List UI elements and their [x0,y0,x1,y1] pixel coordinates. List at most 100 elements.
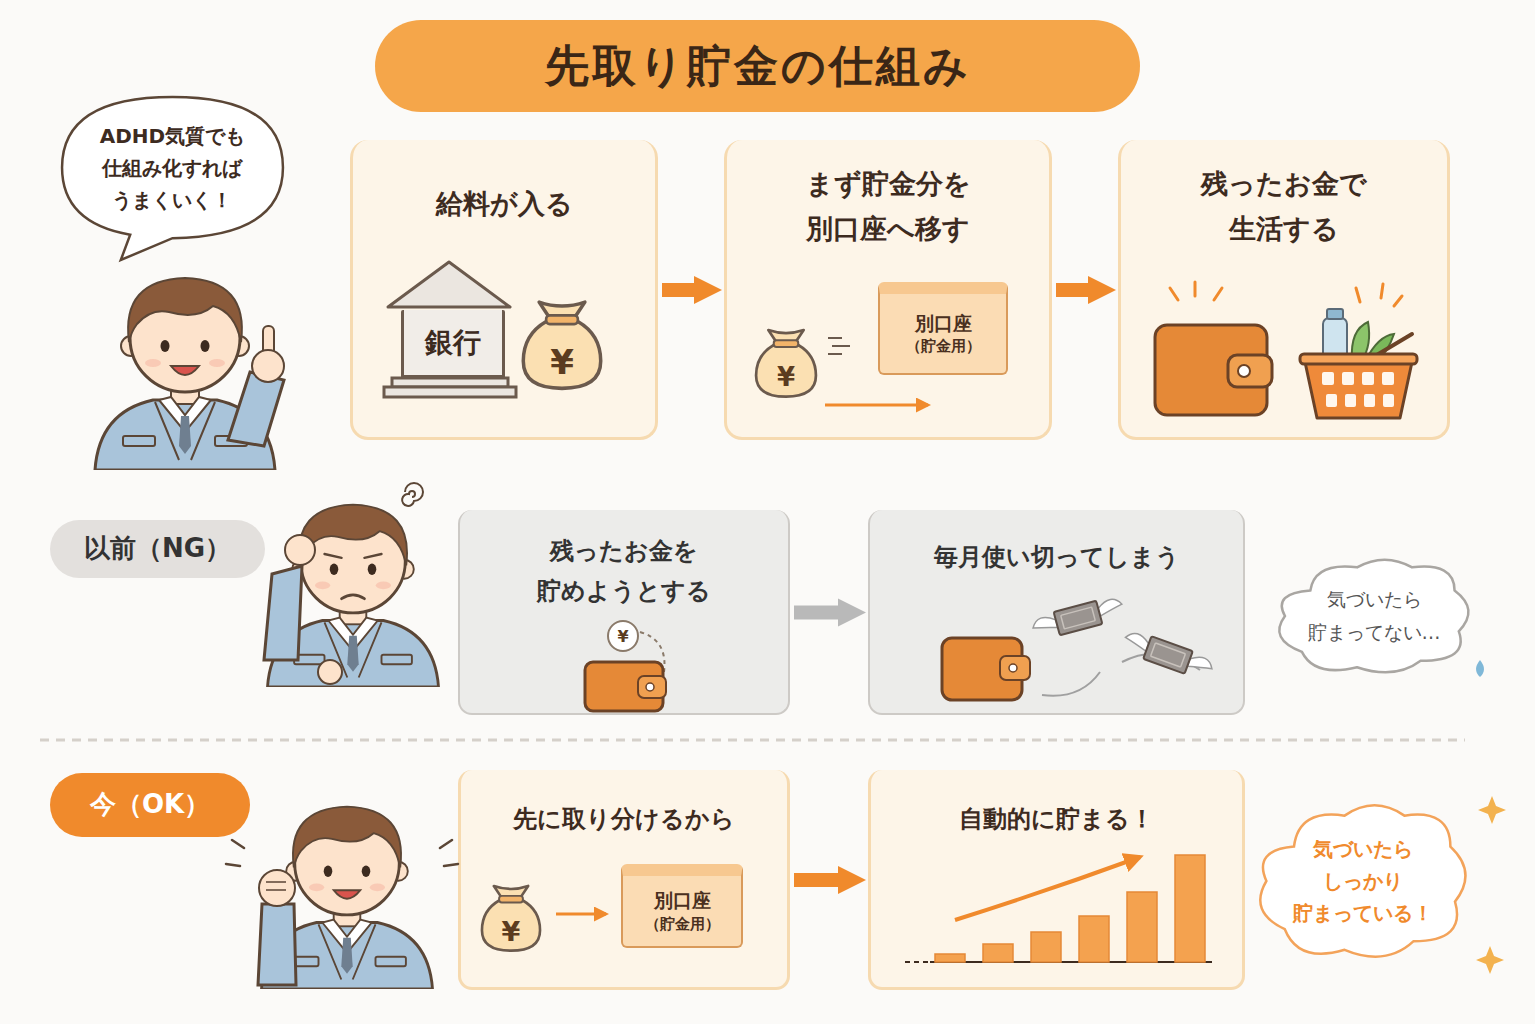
node-text: 気づいたら しっかり 貯まっている！ [1293,833,1433,929]
emphasis-lines [226,840,458,866]
transfer-arrow [825,404,928,407]
money-flying-away-part [1121,628,1216,682]
flow-arrow [1056,283,1088,297]
shopping-basket-part-part [1364,394,1375,407]
growth-chart-part [905,961,930,963]
money-flying-away-part-part [1031,614,1058,633]
bank-building [384,262,516,397]
shopping-basket-part-part [1342,372,1354,385]
shopping-basket-part [1300,354,1417,364]
ok-step-box: 先に取り分けるから別口座（貯金用） [458,770,790,990]
fist-arm-part [258,904,296,985]
growth-chart-part [935,855,1205,962]
money-flying-away-part [1000,656,1030,680]
node-text: まず貯金分を 別口座へ移す [806,162,971,251]
shopping-basket-part-part [1322,372,1334,385]
yen-sign: ¥ [550,342,574,382]
thought-cloud-outline [1268,552,1480,680]
shopping-basket-part [1356,284,1402,306]
section-divider [40,739,1465,742]
connector-layer-part [662,290,1088,880]
shopping-basket-part [1327,309,1343,319]
coin-and-wallet-part [646,683,654,691]
thought-cloud: 気づいたら 貯まってない… [1268,552,1480,680]
node-text: 残ったお金を 貯めようとする [537,532,711,611]
shopping-basket-part [1322,372,1394,407]
money-flying-away-part-part [1143,636,1193,674]
shopping-basket-part-part [1382,372,1394,385]
sweat-drop [1476,660,1484,677]
person-worried-part [342,595,365,599]
node-text: 別口座 [654,888,711,914]
head-scratch-arm-part [318,660,342,684]
growth-chart-part-part [1127,892,1157,962]
money-flying-away-part-part [1151,643,1186,667]
speed-lines [828,338,850,354]
bank-building-part [384,387,516,397]
growth-chart-part [955,857,1140,920]
wallet-part [1170,282,1222,300]
node-text: 先に取り分けるから [513,800,735,840]
node-text: ADHD気質でも 仕組み化すれば うまくいく！ [100,120,245,216]
shopping-basket-part-part [1383,394,1394,407]
money-flying-away [942,595,1215,700]
money-bag [523,302,600,388]
fist-arm-part [266,882,286,890]
money-flying-away-part-part [1061,607,1096,629]
money-bag [756,330,816,397]
node-text: 以前（NG） [84,533,231,564]
wallet-part [1238,365,1250,377]
flow-arrow [794,873,838,887]
speech-bubble-shape [62,97,283,260]
growth-chart-part-part [1079,916,1109,962]
bank-building-part [388,262,510,307]
savings-account-card: 別口座（貯金用） [621,864,743,948]
growth-chart [905,855,1212,962]
growth-chart-part-part [983,944,1013,962]
money-flying-away-part-part [1097,597,1124,616]
sparkle [1476,946,1504,974]
bank-sign: 銀行 [401,310,505,378]
shopping-basket-part-part [1362,372,1374,385]
wallet-part [1155,325,1267,415]
fist-arm-part [259,870,295,906]
node-text: 気づいたら 貯まってない… [1308,583,1441,650]
shopping-basket-part-part [1326,394,1337,407]
now-tag: 今（OK） [50,773,250,837]
wallet [1155,282,1272,415]
node-text: 給料が入る [436,182,573,227]
diagram-title: 先取り貯金の仕組み [545,37,971,96]
money-flying-away-part [1009,664,1017,672]
yen-sign: ¥ [502,916,521,947]
node-text: 毎月使い切ってしまう [934,538,1180,578]
growth-chart-part-part [1031,932,1061,962]
sparkle [1478,796,1506,824]
shopping-basket [1300,284,1417,418]
transfer-arrow [556,913,606,916]
before-tag: 以前（NG） [50,520,265,578]
pointing-arm-part [252,350,284,382]
coin-and-wallet-part [585,662,663,711]
coin-and-wallet-part [638,676,666,698]
growth-chart-part-part [1175,855,1205,962]
confusion-swirl [402,483,423,506]
speech-bubble: ADHD気質でも 仕組み化すれば うまくいく！ [55,92,290,260]
growth-chart-part-part [935,954,965,962]
shopping-basket-part-part [1345,394,1356,407]
shopping-basket-part [1305,362,1412,418]
money-flying-away-part-part [1054,601,1103,636]
head-scratch-arm-part [285,535,315,565]
node-text: 別口座 [915,311,972,337]
flow-arrow [794,606,838,620]
node-subtext: （貯金用） [906,336,981,356]
growth-chart-part [930,961,1212,963]
happy-cloud: 気づいたら しっかり 貯まっている！ [1248,795,1478,967]
node-text: 銀行 [425,326,481,360]
title-pill: 先取り貯金の仕組み [375,20,1140,112]
flow-arrow [662,283,694,297]
thought-cloud-shape [1279,560,1468,673]
